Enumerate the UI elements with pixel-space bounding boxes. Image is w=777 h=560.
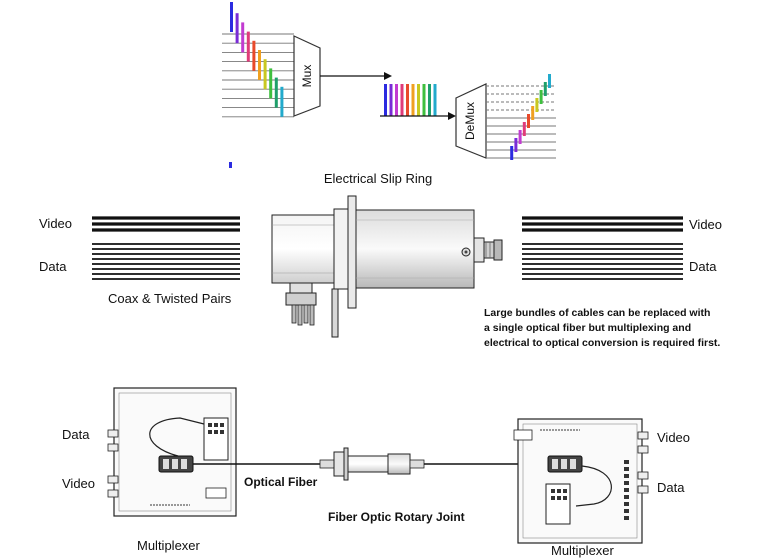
board-pin <box>624 495 629 499</box>
board-pin <box>624 488 629 492</box>
channel-bar <box>230 2 233 32</box>
arrow-icon <box>448 112 456 120</box>
slip-ring-section: Electrical Slip Ring Video Data Coax & T… <box>39 171 722 349</box>
channel-bar <box>527 114 530 128</box>
channel-bar <box>543 82 547 96</box>
slip-ring-device <box>271 195 503 338</box>
right-data-label: Data <box>689 259 717 274</box>
board-pin <box>624 481 629 485</box>
board-pin <box>624 516 629 520</box>
board-pin-row <box>624 460 629 520</box>
channel-bar <box>514 138 518 152</box>
multiplexed-bar <box>417 84 420 116</box>
right-multiplexer-board <box>513 418 649 544</box>
right-mux-data-label: Data <box>657 480 685 495</box>
channel-mark <box>229 162 232 168</box>
mux-block: Mux <box>293 35 321 117</box>
multiplexed-bar <box>395 84 398 116</box>
channel-bar <box>518 130 522 144</box>
slip-ring-title: Electrical Slip Ring <box>324 171 432 186</box>
demux-block: DeMux <box>455 83 487 159</box>
mux-demux-diagram: Mux DeMux <box>222 2 556 168</box>
multiplexed-bar <box>384 84 387 116</box>
arrow-icon <box>384 72 392 80</box>
board-pin <box>624 467 629 471</box>
left-multiplexer-caption: Multiplexer <box>137 538 201 553</box>
channel-bar <box>522 122 526 136</box>
multiplexed-bar <box>428 84 431 116</box>
right-multiplexer-caption: Multiplexer <box>551 543 615 558</box>
channel-bar <box>280 86 284 117</box>
multiplexed-bar <box>406 84 409 116</box>
board-pin <box>624 460 629 464</box>
mux-input-channels <box>230 2 284 117</box>
channel-bar <box>539 90 543 104</box>
multiplexed-bar <box>411 84 415 116</box>
demux-output-channels <box>510 74 551 160</box>
left-mux-data-label: Data <box>62 427 90 442</box>
fiber-optic-section: Data Video Multiplexer <box>62 387 690 558</box>
rotary-joint-label: Fiber Optic Rotary Joint <box>328 510 465 524</box>
channel-bar <box>531 106 535 120</box>
channel-bar <box>263 59 267 90</box>
left-cable-caption: Coax & Twisted Pairs <box>108 291 232 306</box>
channel-bar <box>252 40 256 71</box>
left-video-label: Video <box>39 216 72 231</box>
board-pin <box>624 509 629 513</box>
board-pin <box>624 474 629 478</box>
right-mux-video-label: Video <box>657 430 690 445</box>
note-line-1: Large bundles of cables can be replaced … <box>484 307 710 319</box>
channel-bar <box>510 146 514 160</box>
note-line-2: a single optical fiber but multiplexing … <box>484 322 691 334</box>
right-video-label: Video <box>689 217 722 232</box>
left-multiplexer-board <box>107 387 237 517</box>
left-mux-video-label: Video <box>62 476 95 491</box>
right-cable-bundle <box>522 216 683 280</box>
multiplexed-bar <box>400 84 404 116</box>
optical-fiber-label: Optical Fiber <box>244 475 318 489</box>
left-data-label: Data <box>39 259 67 274</box>
mux-label: Mux <box>300 65 314 88</box>
multiplexed-signal <box>384 84 437 116</box>
channel-bar <box>535 98 539 112</box>
multiplexed-bar <box>389 84 393 116</box>
demux-label: DeMux <box>463 102 477 140</box>
left-cable-bundle <box>92 216 240 280</box>
note-line-3: electrical to optical conversion is requ… <box>484 337 720 349</box>
fiber-optic-rotary-joint <box>319 447 425 481</box>
channel-bar <box>241 22 245 53</box>
channel-bar <box>235 13 239 44</box>
board-pin <box>624 502 629 506</box>
channel-bar <box>246 31 250 62</box>
multiplexed-bar <box>422 84 426 116</box>
multiplexed-bar <box>433 84 437 116</box>
channel-bar <box>274 77 278 108</box>
channel-bar <box>548 74 551 88</box>
demux-output-lines <box>486 85 556 159</box>
channel-bar <box>258 50 261 80</box>
channel-bar <box>269 68 273 99</box>
